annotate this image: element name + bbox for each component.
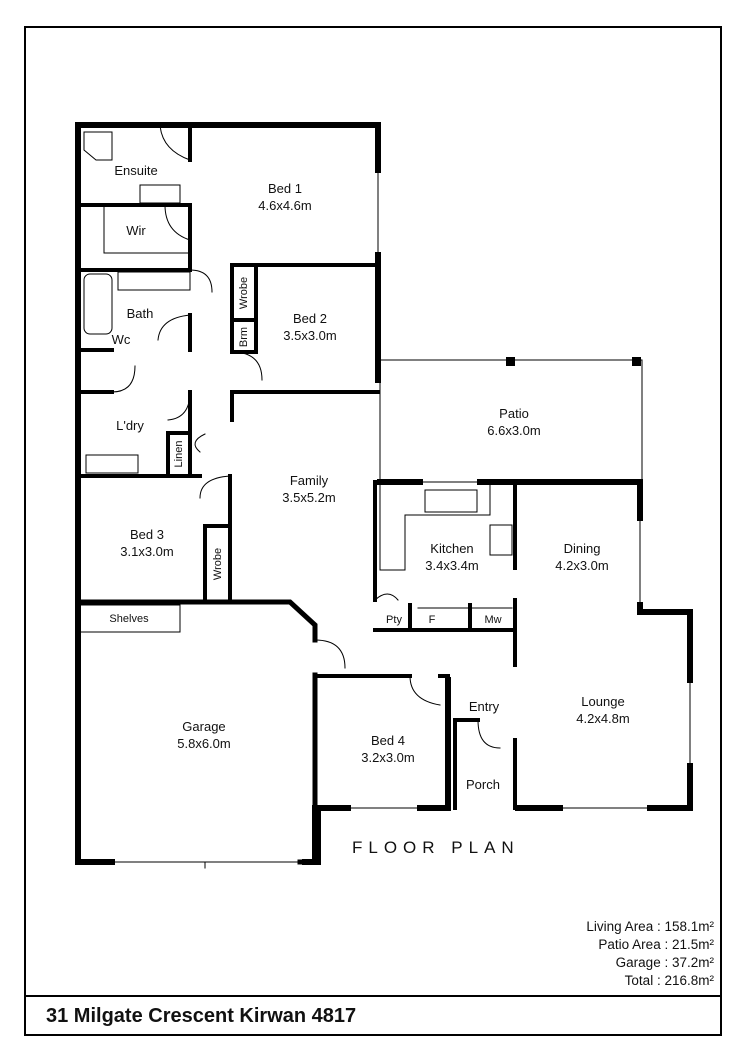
area-label: Total : (624, 973, 661, 988)
room-name: Dining (563, 541, 601, 556)
room-name: Lounge (581, 694, 625, 709)
room-bed4: Bed 4 3.2x3.0m (361, 732, 414, 766)
room-size: 3.2x3.0m (361, 750, 415, 765)
room-patio: Patio 6.6x3.0m (487, 405, 540, 439)
room-name: Bed 3 (130, 527, 164, 542)
area-row: Patio Area : 21.5m² (586, 936, 714, 954)
garage-walls (75, 599, 321, 865)
room-size: 4.2x3.0m (555, 558, 609, 573)
area-label: Garage : (615, 955, 669, 970)
room-wc: Wc (112, 331, 131, 348)
room-name: Kitchen (430, 541, 474, 556)
room-name: Shelves (109, 613, 149, 625)
room-family: Family 3.5x5.2m (282, 472, 335, 506)
room-entry: Entry (469, 698, 499, 715)
room-microwave: Mw (484, 612, 501, 629)
room-size: 5.8x6.0m (177, 736, 231, 751)
thin-lines (77, 131, 691, 869)
room-kitchen: Kitchen 3.4x3.4m (425, 540, 478, 574)
area-summary: Living Area : 158.1m² Patio Area : 21.5m… (586, 918, 714, 990)
room-garage: Garage 5.8x6.0m (177, 718, 230, 752)
area-value: 37.2m² (671, 955, 714, 970)
room-wir: Wir (126, 222, 146, 239)
room-size: 3.5x3.0m (283, 328, 337, 343)
page-frame (24, 26, 722, 1036)
area-label: Living Area : (586, 919, 661, 934)
room-fridge: F (429, 612, 436, 629)
patio-posts (506, 357, 641, 366)
door-swings (111, 124, 501, 749)
room-size: 6.6x3.0m (487, 423, 541, 438)
room-ensuite: Ensuite (114, 162, 157, 179)
room-name: Garage (182, 719, 226, 734)
area-value: 216.8m² (664, 973, 714, 988)
room-broom: Brm (238, 326, 250, 348)
property-address: 31 Milgate Crescent Kirwan 4817 (46, 1005, 357, 1027)
room-name: Family (289, 473, 329, 488)
room-name: L'dry (116, 418, 144, 433)
area-value: 158.1m² (664, 919, 714, 934)
room-size: 4.2x4.8m (576, 711, 630, 726)
room-linen: Linen (173, 440, 185, 468)
room-name: Entry (468, 699, 500, 714)
room-bath: Bath (127, 305, 154, 322)
room-name: Bed 4 (371, 733, 405, 748)
area-row: Living Area : 158.1m² (586, 918, 714, 936)
room-pantry: Pty (386, 612, 402, 629)
area-value: 21.5m² (671, 937, 714, 952)
room-name: Bath (126, 306, 154, 321)
room-name: Wir (126, 223, 146, 238)
plan-title: FLOOR PLAN (352, 838, 520, 857)
area-label: Patio Area : (598, 937, 669, 952)
room-laundry: L'dry (116, 417, 144, 434)
room-size: 3.4x3.4m (425, 558, 479, 573)
room-wrobe-bed3: Wrobe (212, 547, 224, 581)
room-porch: Porch (466, 776, 500, 793)
room-size: 3.5x5.2m (282, 490, 336, 505)
area-row: Total : 216.8m² (586, 972, 714, 990)
room-size: 4.6x4.6m (258, 198, 312, 213)
room-name: Wc (111, 332, 131, 347)
room-name: Ensuite (114, 163, 158, 178)
room-name: Patio (499, 406, 529, 421)
room-wrobe-bed2: Wrobe (238, 276, 250, 310)
room-lounge: Lounge 4.2x4.8m (576, 693, 629, 727)
room-dining: Dining 4.2x3.0m (555, 540, 608, 574)
room-bed3: Bed 3 3.1x3.0m (120, 526, 173, 560)
room-name: F (428, 614, 436, 626)
room-bed2: Bed 2 3.5x3.0m (283, 310, 336, 344)
room-name: Pty (386, 614, 402, 626)
room-name: Mw (484, 614, 502, 626)
footer-divider (24, 995, 722, 997)
room-shelves: Shelves (109, 611, 148, 628)
room-name: Bed 2 (293, 311, 327, 326)
room-name: Porch (466, 777, 500, 792)
room-size: 3.1x3.0m (120, 544, 174, 559)
room-name: Bed 1 (268, 181, 302, 196)
room-bed1: Bed 1 4.6x4.6m (258, 180, 311, 214)
area-row: Garage : 37.2m² (586, 954, 714, 972)
